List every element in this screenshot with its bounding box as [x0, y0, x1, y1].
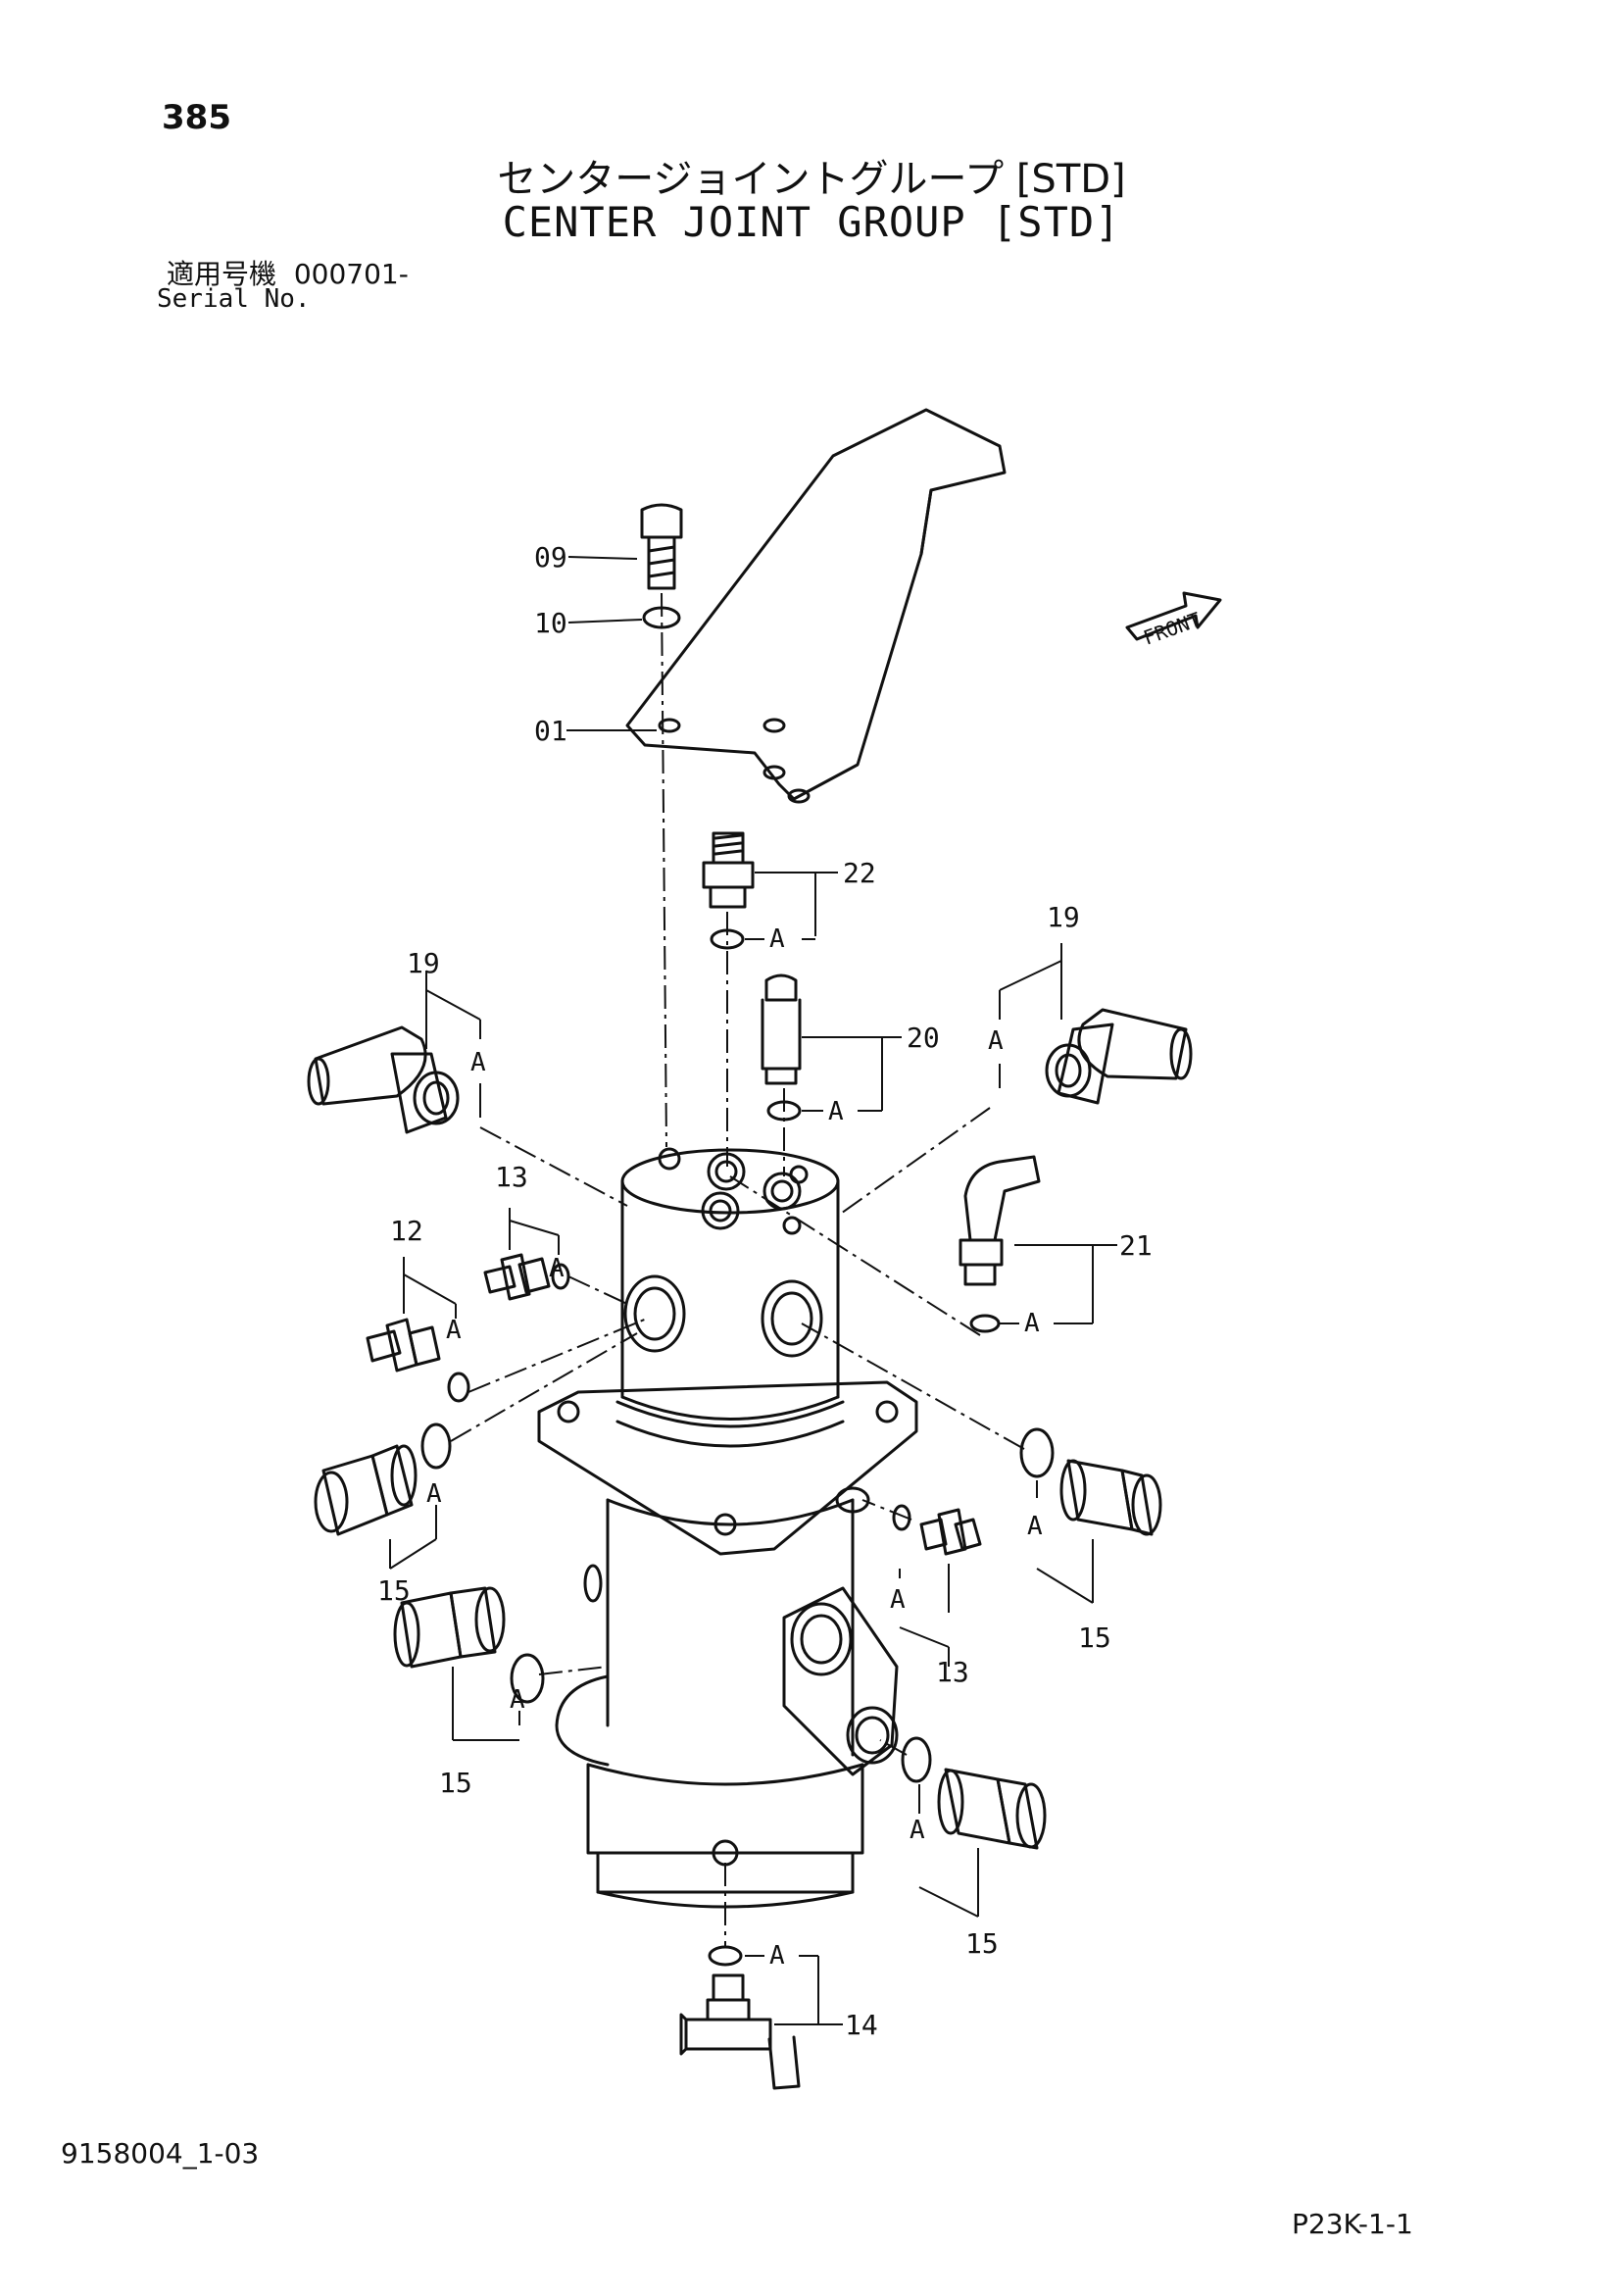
callout-15-right-lower: 15 — [965, 1927, 999, 1960]
callout-13-left: 13 — [495, 1161, 528, 1193]
front-label: FRONT — [1140, 607, 1204, 649]
o-ring-part-13-right — [892, 1504, 911, 1531]
serial-range: 適用号機 000701- — [167, 253, 409, 292]
ring-mark-a: A — [769, 1941, 785, 1971]
page-title-english: CENTER JOINT GROUP [STD] — [502, 198, 1121, 246]
front-arrow-icon — [1125, 591, 1222, 641]
callout-19-right: 19 — [1047, 901, 1080, 933]
callout-10: 10 — [534, 607, 567, 639]
callout-15-left-upper: 15 — [377, 1574, 411, 1607]
callout-15-right-upper: 15 — [1078, 1622, 1111, 1654]
callout-21: 21 — [1119, 1229, 1153, 1262]
connector-part-22 — [702, 831, 755, 909]
ring-mark-a: A — [828, 1097, 844, 1126]
ring-mark-a: A — [426, 1479, 442, 1509]
o-ring-part-15-left-upper — [420, 1423, 452, 1470]
ring-mark-a: A — [549, 1254, 565, 1283]
callout-09: 09 — [534, 541, 567, 574]
fitting-part-15-right-lower — [937, 1768, 1047, 1850]
o-ring-part-15-left-lower — [510, 1653, 545, 1704]
fitting-part-12 — [366, 1318, 441, 1373]
fitting-part-15-right-upper — [1059, 1459, 1162, 1536]
page-code: P23K-1-1 — [1292, 2208, 1413, 2240]
ring-mark-a: A — [446, 1316, 462, 1345]
elbow-fitting-part-19-left — [307, 1025, 460, 1134]
ring-mark-a: A — [988, 1026, 1004, 1056]
page-number: 385 — [162, 98, 231, 137]
fitting-part-15-left-lower — [393, 1586, 506, 1669]
ring-mark-a: A — [769, 924, 785, 954]
ring-mark-a: A — [1027, 1512, 1043, 1541]
callout-14: 14 — [845, 2009, 878, 2041]
elbow-fitting-part-21 — [959, 1155, 1041, 1286]
bolt-part-09 — [640, 503, 683, 590]
ring-mark-a: A — [1024, 1309, 1040, 1338]
serial-label-english: Serial No. — [157, 284, 311, 314]
ring-mark-a: A — [890, 1585, 906, 1615]
o-ring-part-12 — [447, 1372, 470, 1403]
o-ring-part-21 — [969, 1314, 1001, 1333]
tee-fitting-part-14 — [679, 1973, 801, 2090]
serial-label-japanese: 適用号機 — [167, 258, 277, 290]
callout-13-right: 13 — [936, 1656, 969, 1688]
page-title-japanese: センタージョイントグループ [STD] — [497, 157, 1126, 202]
ring-mark-a: A — [910, 1816, 925, 1845]
fitting-part-13-left — [483, 1253, 551, 1301]
serial-value: 000701- — [293, 258, 409, 290]
bracket-part-01 — [625, 408, 1007, 804]
callout-15-left-lower: 15 — [439, 1767, 472, 1799]
center-joint-body — [537, 1147, 918, 1909]
o-ring-part-14 — [708, 1945, 743, 1967]
elbow-fitting-part-19-right — [1045, 1008, 1193, 1105]
callout-12: 12 — [390, 1215, 423, 1247]
callout-22: 22 — [843, 857, 876, 889]
callout-01: 01 — [534, 715, 567, 747]
ring-mark-a: A — [510, 1685, 525, 1715]
fitting-part-13-right — [919, 1508, 982, 1556]
o-ring-part-15-right-lower — [901, 1736, 932, 1783]
valve-fitting-part-20 — [761, 973, 802, 1085]
callout-20: 20 — [907, 1022, 940, 1054]
callout-19-left: 19 — [407, 947, 440, 979]
o-ring-part-15-right-upper — [1019, 1427, 1055, 1478]
ring-mark-a: A — [470, 1048, 486, 1077]
document-code: 9158004_1-03 — [61, 2137, 260, 2170]
fitting-part-15-left-upper — [314, 1444, 418, 1536]
